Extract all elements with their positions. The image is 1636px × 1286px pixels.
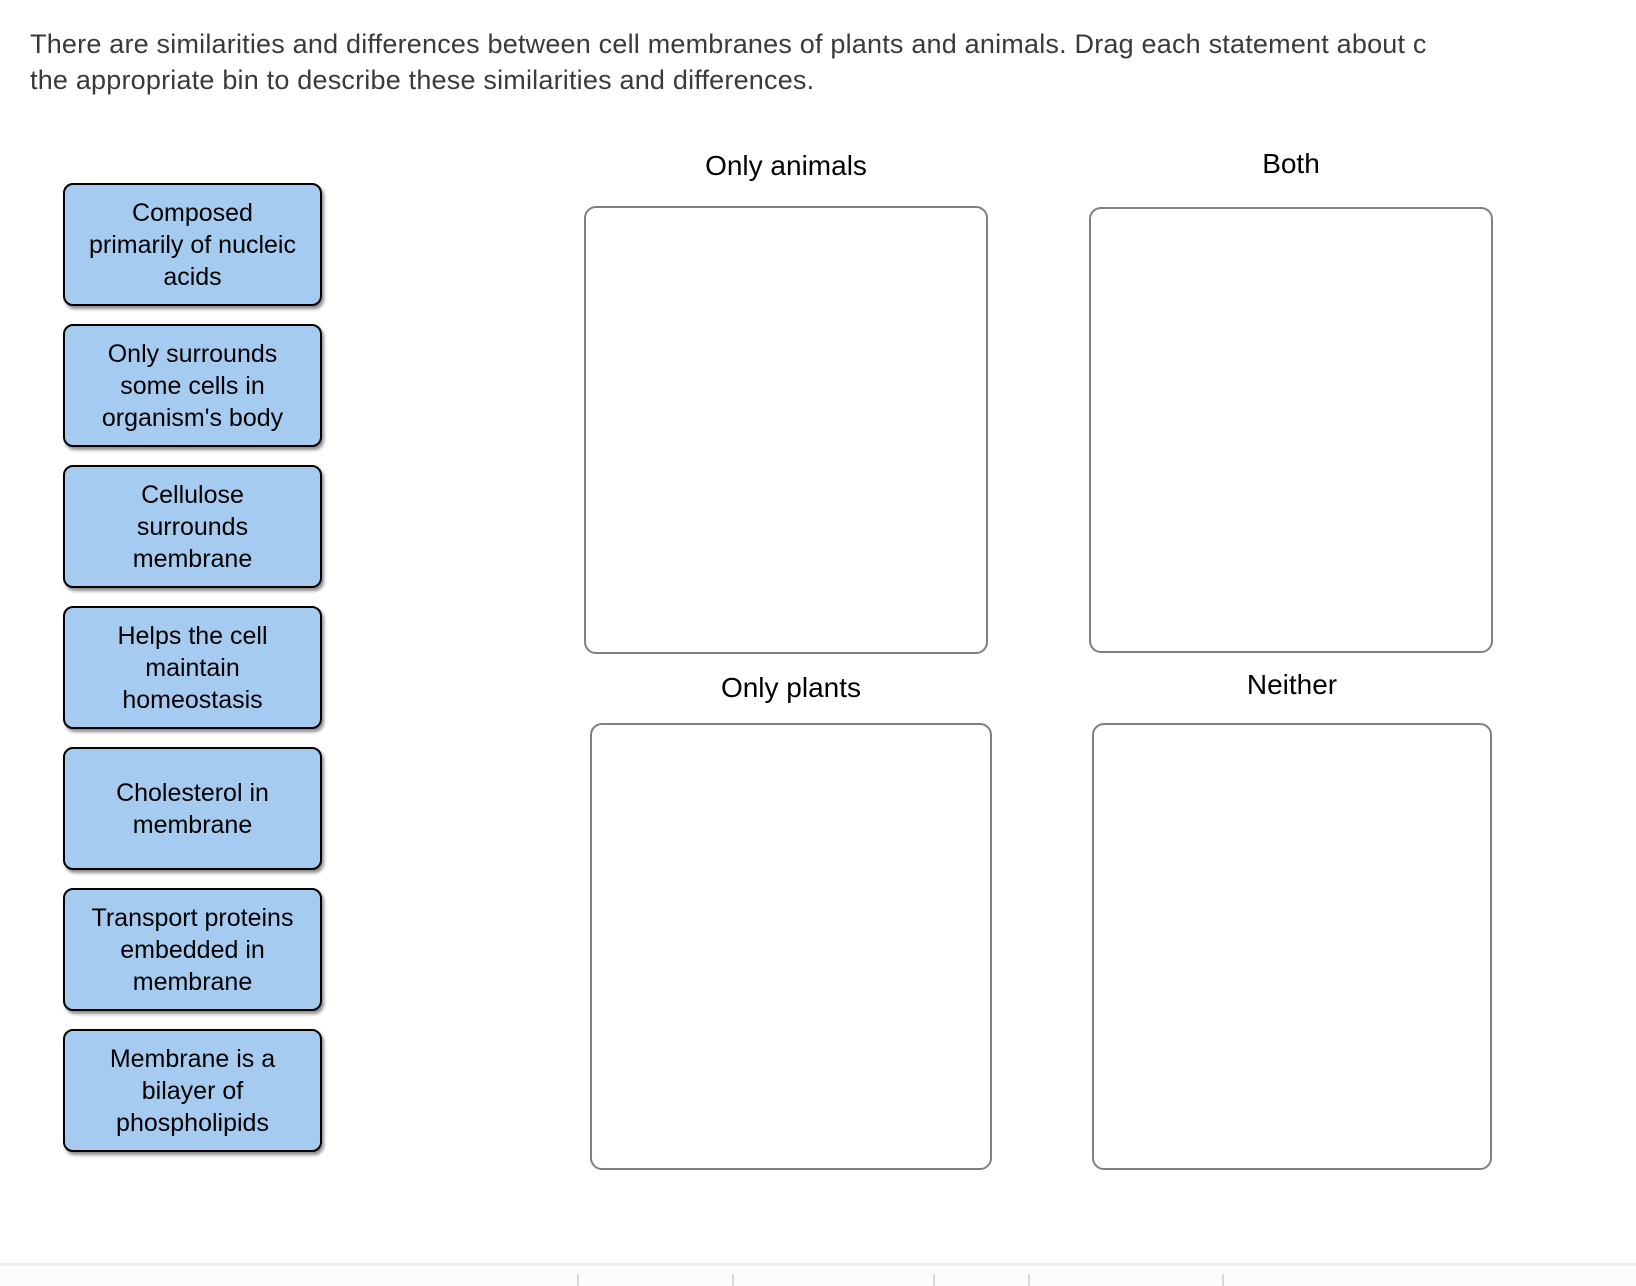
instructions-line-1: There are similarities and differences b… <box>30 29 1427 59</box>
chip-composed-primarily-of-nucleic-acids[interactable]: Composed primarily of nucleic acids <box>63 183 322 306</box>
cutoff-button-edge <box>1222 1274 1224 1286</box>
cutoff-button-edge <box>933 1274 935 1286</box>
bin-label-only-animals: Only animals <box>705 150 867 181</box>
bin-only-plants[interactable] <box>590 723 992 1170</box>
bin-only-animals[interactable] <box>584 206 988 654</box>
question-instructions: There are similarities and differences b… <box>30 26 1427 98</box>
bin-label-both: Both <box>1262 148 1320 179</box>
footer-cutoff-toolbar <box>0 1266 1636 1286</box>
statement-chip-list: Composed primarily of nucleic acids Only… <box>63 183 322 1152</box>
cutoff-button-edge <box>577 1274 579 1286</box>
chip-cellulose-surrounds-membrane[interactable]: Cellulose surrounds membrane <box>63 465 322 588</box>
chip-cholesterol-in-membrane[interactable]: Cholesterol in membrane <box>63 747 322 870</box>
bin-neither[interactable] <box>1092 723 1492 1170</box>
cutoff-button-edge <box>1028 1274 1030 1286</box>
footer-divider <box>0 1263 1636 1266</box>
chip-membrane-bilayer-phospholipids[interactable]: Membrane is a bilayer of phospholipids <box>63 1029 322 1152</box>
chip-transport-proteins-embedded[interactable]: Transport proteins embedded in membrane <box>63 888 322 1011</box>
instructions-line-2: the appropriate bin to describe these si… <box>30 65 815 95</box>
bin-label-only-plants: Only plants <box>720 672 862 703</box>
cutoff-button-edge <box>732 1274 734 1286</box>
chip-helps-maintain-homeostasis[interactable]: Helps the cell maintain homeostasis <box>63 606 322 729</box>
bin-both[interactable] <box>1089 207 1493 653</box>
chip-only-surrounds-some-cells[interactable]: Only surrounds some cells in organism's … <box>63 324 322 447</box>
bin-label-neither: Neither <box>1246 669 1338 700</box>
